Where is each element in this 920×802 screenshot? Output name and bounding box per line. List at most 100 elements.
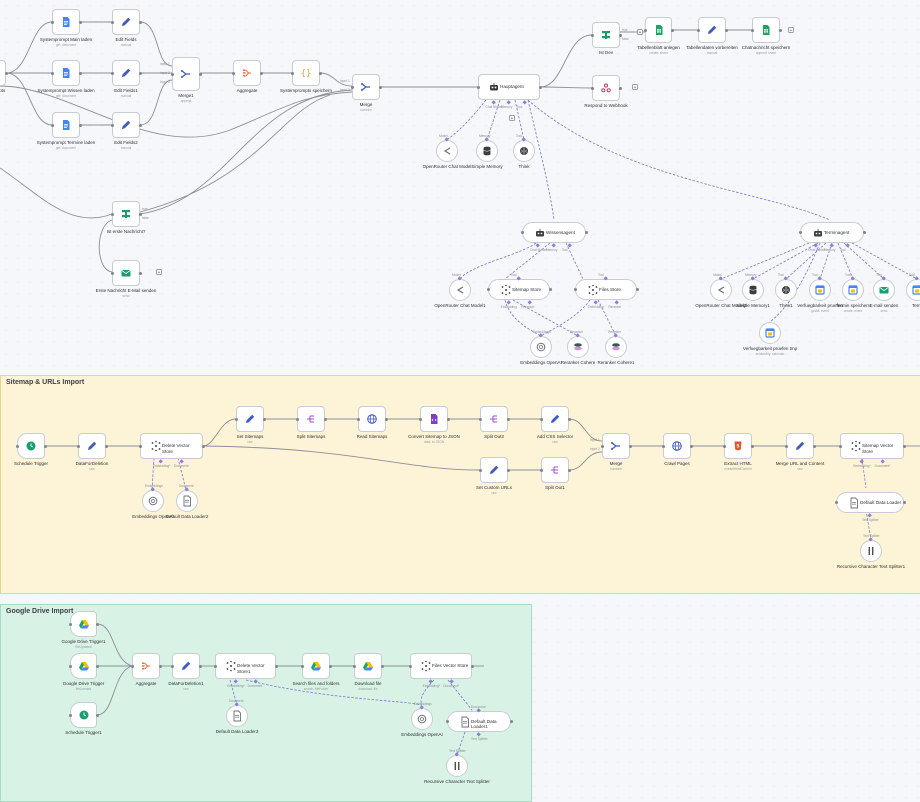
node-extract-html[interactable]: 5 xyxy=(724,433,752,459)
add-node-button[interactable]: + xyxy=(509,115,515,122)
node-schedule-trigger[interactable] xyxy=(17,433,45,459)
input-handle[interactable] xyxy=(138,444,142,448)
node-respond-webhook[interactable] xyxy=(592,75,620,101)
node-think[interactable] xyxy=(513,140,535,162)
node-recursive-splitter[interactable] xyxy=(446,755,468,777)
output-handle[interactable] xyxy=(778,28,782,32)
node-split-out3[interactable] xyxy=(480,406,508,432)
node-files-vector-store[interactable] xyxy=(410,653,472,679)
input-handle[interactable] xyxy=(76,444,80,448)
input-handle[interactable] xyxy=(573,288,577,291)
input-handle[interactable] xyxy=(130,664,134,668)
input-handle[interactable] xyxy=(68,713,72,717)
node-sitemap-vector-store[interactable] xyxy=(840,433,904,459)
input-handle[interactable] xyxy=(838,444,842,448)
node-search-files[interactable] xyxy=(302,653,330,679)
input-handle[interactable] xyxy=(408,664,412,668)
output-handle[interactable] xyxy=(198,664,202,668)
node-email-senden[interactable] xyxy=(873,279,895,301)
output-handle[interactable] xyxy=(328,664,332,668)
output-handle[interactable] xyxy=(138,271,142,275)
node-ist-erste-nachricht[interactable] xyxy=(112,201,140,227)
node-think1[interactable] xyxy=(775,279,797,301)
input-handle[interactable] xyxy=(231,71,235,75)
node-aggregate-drive[interactable] xyxy=(132,653,160,679)
input-handle[interactable] xyxy=(213,664,217,668)
node-edit-fields2[interactable] xyxy=(112,112,140,138)
input-handle[interactable] xyxy=(356,417,360,421)
output-handle[interactable] xyxy=(95,713,99,717)
input-handle[interactable] xyxy=(352,664,356,668)
output-handle[interactable] xyxy=(567,468,571,472)
node-merge-sitemap[interactable] xyxy=(602,433,630,459)
output-handle[interactable] xyxy=(138,212,142,216)
node-set-custom-urls[interactable] xyxy=(480,457,508,483)
output-handle[interactable] xyxy=(446,417,450,421)
input-handle[interactable] xyxy=(478,417,482,421)
input-handle[interactable] xyxy=(110,212,114,216)
add-node-button[interactable]: + xyxy=(788,27,794,34)
output-handle[interactable] xyxy=(862,231,866,234)
output-handle[interactable] xyxy=(378,85,382,89)
node-merge-url-content[interactable] xyxy=(786,433,814,459)
node-merge[interactable] xyxy=(352,74,380,100)
input-handle[interactable] xyxy=(590,86,594,90)
node-verfuegbarkeit-pruefen[interactable] xyxy=(809,279,831,301)
node-sp-termine[interactable] xyxy=(52,112,80,138)
node-add-css-selector[interactable] xyxy=(541,406,569,432)
node-verfuegbarkeit-pruefen-tmp[interactable] xyxy=(759,322,781,344)
output-handle[interactable] xyxy=(750,444,754,448)
add-node-button[interactable]: + xyxy=(637,29,643,36)
node-tabellendaten-vorbereiten[interactable] xyxy=(698,17,726,43)
input-handle[interactable] xyxy=(170,72,174,76)
input-handle[interactable] xyxy=(50,123,54,127)
input-handle[interactable] xyxy=(520,231,524,234)
output-handle[interactable] xyxy=(689,444,693,448)
input-handle[interactable] xyxy=(600,444,604,448)
output-handle[interactable] xyxy=(78,71,82,75)
node-recursive-splitter1[interactable] xyxy=(860,540,882,562)
input-handle[interactable] xyxy=(110,20,114,24)
node-reranker-cohere[interactable] xyxy=(567,336,589,358)
output-handle[interactable] xyxy=(95,622,99,626)
node-hauptagent[interactable] xyxy=(478,74,540,100)
output-handle[interactable] xyxy=(628,444,632,448)
output-handle[interactable] xyxy=(262,417,266,421)
node-schedule-trigger1[interactable] xyxy=(70,702,97,728)
input-handle[interactable] xyxy=(798,231,802,234)
input-handle[interactable] xyxy=(68,664,72,668)
output-handle[interactable] xyxy=(78,123,82,127)
output-handle[interactable] xyxy=(198,72,202,76)
output-handle[interactable] xyxy=(138,20,142,24)
node-sp-main[interactable] xyxy=(52,9,80,35)
node-merge1[interactable] xyxy=(172,57,200,91)
output-handle[interactable] xyxy=(138,123,142,127)
node-openrouter-chat-model2[interactable] xyxy=(710,279,732,301)
output-handle[interactable] xyxy=(384,417,388,421)
input-handle[interactable] xyxy=(15,444,19,448)
output-handle[interactable] xyxy=(538,85,542,89)
output-handle[interactable] xyxy=(104,444,108,448)
node-embeddings-openai-del[interactable] xyxy=(142,490,164,512)
output-handle[interactable] xyxy=(548,288,552,291)
node-reranker-cohere1[interactable] xyxy=(605,336,627,358)
input-handle[interactable] xyxy=(722,444,726,448)
node-chatnachricht-speichern[interactable] xyxy=(752,17,780,43)
input-handle[interactable] xyxy=(750,28,754,32)
input-handle[interactable] xyxy=(539,417,543,421)
output-handle[interactable] xyxy=(724,28,728,32)
input-handle[interactable] xyxy=(50,20,54,24)
input-handle[interactable] xyxy=(50,71,54,75)
input-handle[interactable] xyxy=(478,468,482,472)
node-download-file[interactable] xyxy=(354,653,382,679)
node-data-for-deletion1[interactable] xyxy=(172,653,200,679)
output-handle[interactable] xyxy=(259,71,263,75)
output-handle[interactable] xyxy=(902,501,906,504)
output-handle[interactable] xyxy=(318,71,322,75)
output-handle[interactable] xyxy=(158,664,162,668)
input-handle[interactable] xyxy=(110,123,114,127)
input-handle[interactable] xyxy=(234,417,238,421)
node-simple-memory1[interactable] xyxy=(742,279,764,301)
node-sp-wissen[interactable] xyxy=(52,60,80,86)
